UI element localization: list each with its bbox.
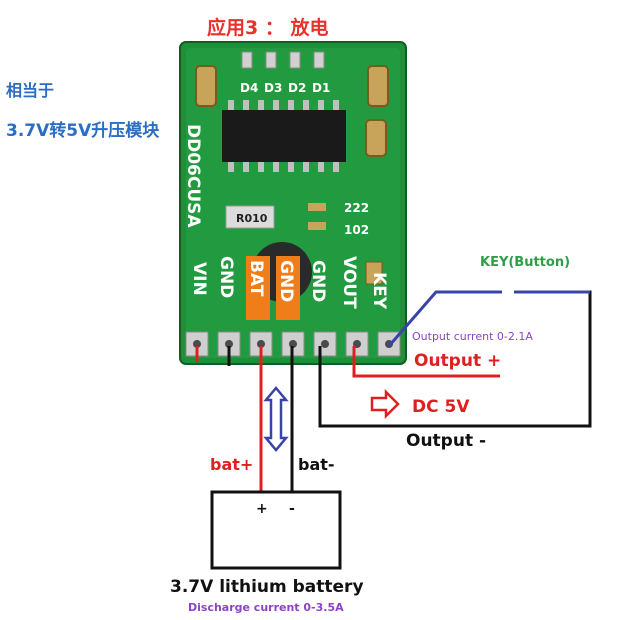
dc-5v-label: DC 5V bbox=[412, 397, 470, 417]
led-row: D4 D3 D2 D1 bbox=[240, 51, 330, 95]
battery-terminal-plus: + bbox=[256, 501, 268, 517]
component-code-222: 222 bbox=[344, 201, 369, 215]
key-button-label: KEY(Button) bbox=[480, 255, 570, 270]
led-label-d4: D4 bbox=[240, 81, 258, 95]
pin-label-key: KEY bbox=[369, 272, 389, 310]
arrow-right-icon bbox=[370, 388, 400, 420]
led-label-d3: D3 bbox=[264, 81, 282, 95]
component-code-102: 102 bbox=[344, 223, 369, 237]
bat-minus-label: bat- bbox=[298, 455, 335, 474]
double-arrow-icon bbox=[263, 386, 289, 452]
resistor-code: R010 bbox=[236, 212, 268, 225]
output-current-label: Output current 0-2.1A bbox=[412, 330, 533, 343]
wire-key bbox=[387, 290, 502, 347]
pin-label-gnd-1: GND bbox=[216, 256, 236, 298]
side-note-line2: 3.7V转5V升压模块 bbox=[6, 120, 160, 141]
wires bbox=[195, 290, 592, 496]
header-pins bbox=[185, 331, 401, 357]
capacitor-right-2 bbox=[365, 119, 387, 157]
diagram-title: 应用3 ： 放电 bbox=[207, 16, 328, 39]
battery: + - bbox=[210, 490, 342, 570]
pin-label-gnd-2: GND bbox=[276, 260, 296, 302]
led-label-d1: D1 bbox=[312, 81, 330, 95]
capacitor-right bbox=[367, 65, 389, 107]
battery-terminal-minus: - bbox=[289, 501, 295, 517]
pcb-board: D4 D3 D2 D1 DD06CUSA R010 bbox=[179, 41, 407, 365]
side-note-line1: 相当于 bbox=[6, 81, 54, 100]
output-minus-label: Output - bbox=[406, 431, 486, 451]
pin-labels: VIN GND BAT GND GND VOUT KEY bbox=[189, 256, 389, 320]
battery-label: 3.7V lithium battery bbox=[170, 577, 364, 597]
ic-chip bbox=[222, 100, 346, 172]
pin-label-vin: VIN bbox=[189, 262, 209, 296]
capacitor-left bbox=[195, 65, 217, 107]
pin-label-vout: VOUT bbox=[339, 256, 359, 309]
pin-label-bat: BAT bbox=[246, 260, 266, 297]
output-plus-label: Output + bbox=[414, 351, 501, 371]
wire-output-plus bbox=[352, 346, 500, 378]
resistor: R010 bbox=[225, 205, 275, 229]
bat-plus-label: bat+ bbox=[210, 455, 253, 474]
discharge-current-label: Discharge current 0-3.5A bbox=[188, 601, 344, 614]
pin-label-gnd-3: GND bbox=[308, 260, 328, 302]
board-model-label: DD06CUSA bbox=[183, 124, 203, 228]
led-label-d2: D2 bbox=[288, 81, 306, 95]
